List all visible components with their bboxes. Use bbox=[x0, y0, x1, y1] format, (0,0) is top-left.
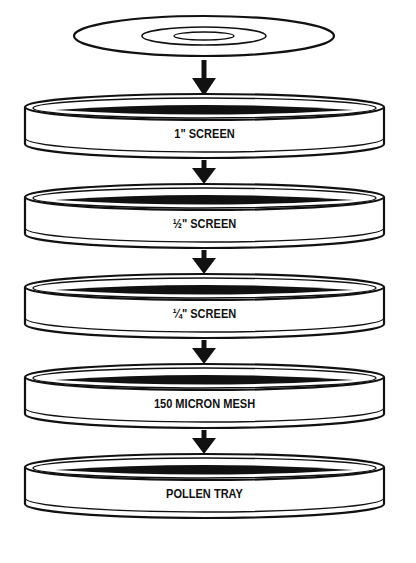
tray-label: ½" SCREEN bbox=[37, 216, 371, 232]
tray-inner-rim bbox=[33, 98, 376, 118]
tray-label: ¼" SCREEN bbox=[37, 306, 371, 322]
tray: 150 MICRON MESH bbox=[23, 362, 386, 432]
lid-ring bbox=[174, 32, 234, 40]
arrow-head bbox=[192, 168, 216, 184]
tray: POLLEN TRAY bbox=[23, 452, 386, 522]
tray-label: 1" SCREEN bbox=[37, 126, 371, 142]
tray-top-rim bbox=[25, 274, 384, 300]
tray-top-rim bbox=[25, 184, 384, 210]
tray-top-rim bbox=[25, 94, 384, 120]
screen-mesh bbox=[55, 195, 354, 205]
tray-label: 150 MICRON MESH bbox=[37, 396, 371, 412]
tray: ½" SCREEN bbox=[23, 182, 386, 252]
arrow-head bbox=[192, 258, 216, 274]
tray-inner-rim bbox=[33, 458, 376, 478]
flow-arrow bbox=[192, 160, 216, 184]
tray: 1" SCREEN bbox=[23, 92, 386, 162]
screen-mesh bbox=[55, 465, 354, 475]
arrow-shaft bbox=[202, 60, 207, 80]
tray-inner-rim bbox=[33, 188, 376, 208]
tray-top-rim bbox=[25, 364, 384, 390]
tray-inner-rim bbox=[33, 278, 376, 298]
screen-mesh bbox=[55, 375, 354, 385]
tray-inner-rim bbox=[33, 368, 376, 388]
arrow-head bbox=[192, 438, 216, 454]
tray-label: POLLEN TRAY bbox=[37, 486, 371, 502]
tray: ¼" SCREEN bbox=[23, 272, 386, 342]
lid-ring bbox=[142, 27, 266, 45]
flow-arrow bbox=[192, 250, 216, 274]
lid-rim bbox=[74, 16, 334, 56]
tray-top-rim bbox=[25, 454, 384, 480]
flow-arrow bbox=[192, 430, 216, 454]
screen-mesh bbox=[55, 105, 354, 115]
flow-arrow bbox=[192, 340, 216, 364]
arrow-head bbox=[192, 348, 216, 364]
screen-mesh bbox=[55, 285, 354, 295]
